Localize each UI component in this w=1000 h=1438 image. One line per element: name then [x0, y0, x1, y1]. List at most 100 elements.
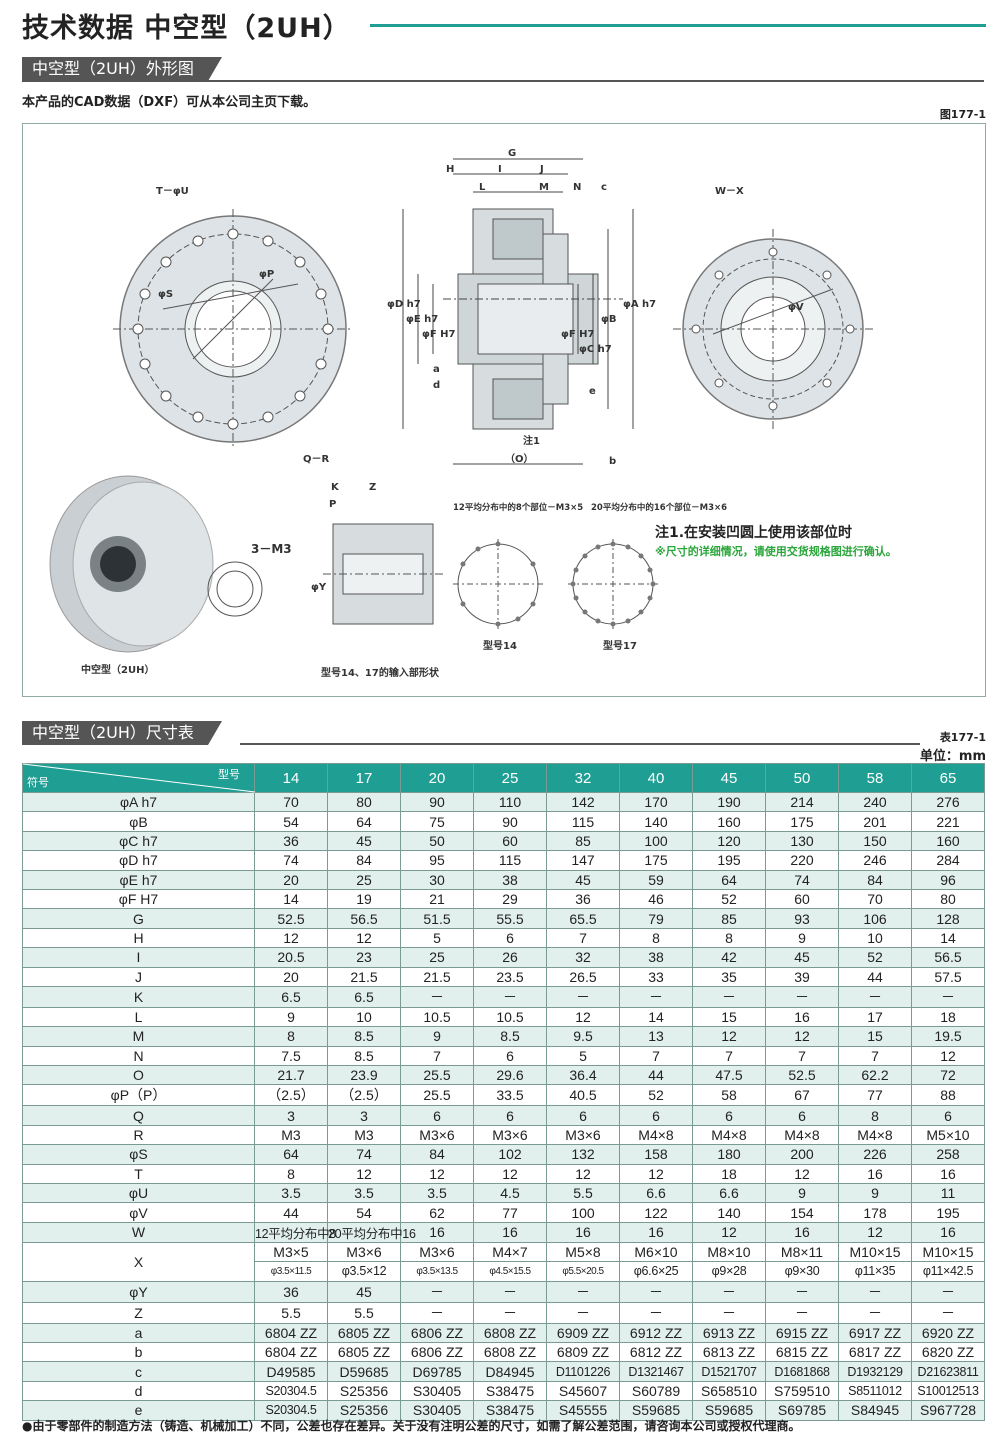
- table-cell: －: [619, 985, 693, 1008]
- table-cell: 21.5: [327, 966, 401, 987]
- table-cell: 240: [838, 791, 912, 813]
- table-cell: 72: [911, 1065, 985, 1086]
- table-cell: 7: [838, 1045, 912, 1067]
- table-cell: －: [765, 985, 839, 1008]
- table-cell: 6: [473, 927, 547, 949]
- table-cell: S20304.5: [254, 1380, 328, 1402]
- table-cell: M5×8: [546, 1241, 620, 1263]
- table-cell: M4×7: [473, 1241, 547, 1263]
- table-cell: 6909 ZZ: [546, 1322, 620, 1343]
- table-cell: 200: [765, 1144, 839, 1165]
- table-cell: 47.5: [692, 1065, 766, 1086]
- table-cell: 26.5: [546, 966, 620, 987]
- label-w-x: W－X: [715, 186, 744, 197]
- table-cell: 80: [911, 888, 985, 910]
- table-cell: 9: [254, 1006, 328, 1028]
- table-cell: 52: [692, 888, 766, 910]
- table-cell: 21.7: [254, 1065, 328, 1086]
- table-cell: φ11×42.5: [911, 1261, 985, 1282]
- row-symbol: X: [22, 1241, 255, 1282]
- table-cell: 106: [838, 908, 912, 929]
- table-cell: 29: [473, 888, 547, 910]
- label-c: c: [601, 182, 607, 193]
- table-cell: 8.5: [327, 1045, 401, 1067]
- table-cell: 201: [838, 811, 912, 832]
- table-cell: 62: [400, 1202, 474, 1223]
- table-cell: 57.5: [911, 966, 985, 987]
- table-cell: 7: [400, 1045, 474, 1067]
- table-cell: 16: [765, 1006, 839, 1028]
- table-cell: 84: [400, 1144, 474, 1165]
- table-cell: 132: [546, 1144, 620, 1165]
- label-n: N: [573, 182, 582, 193]
- table-cell: －: [619, 1280, 693, 1303]
- table-cell: 160: [911, 830, 985, 852]
- table-cell: S69785: [765, 1400, 839, 1421]
- table-cell: 46: [619, 888, 693, 910]
- model-header-20: 20: [400, 763, 474, 793]
- label-pattern14: 12平均分布中的8个部位－M3×5: [453, 503, 584, 513]
- row-symbol: φF H7: [22, 888, 255, 910]
- table-cell: 178: [838, 1202, 912, 1223]
- table-cell: 15: [692, 1006, 766, 1028]
- label-o: （O）: [505, 454, 534, 465]
- table-cell: M8×11: [765, 1241, 839, 1263]
- label-f-right: φF H7: [561, 329, 595, 340]
- table-cell: －: [546, 1301, 620, 1324]
- table-cell: 7.5: [254, 1045, 328, 1067]
- table-cell: 16: [911, 1163, 985, 1185]
- row-symbol: Z: [22, 1301, 255, 1324]
- table-cell: 52.5: [765, 1065, 839, 1086]
- table-cell: 5.5: [254, 1301, 328, 1324]
- table-cell: 6: [692, 1105, 766, 1126]
- table-cell: 44: [619, 1065, 693, 1086]
- section-rule: [22, 80, 984, 82]
- table-cell: 36: [546, 888, 620, 910]
- table-cell: 39: [765, 966, 839, 987]
- table-cell: 25.5: [400, 1065, 474, 1086]
- table-cell: 8: [619, 927, 693, 949]
- table-cell: 12: [765, 1026, 839, 1047]
- table-cell: 6: [473, 1045, 547, 1067]
- table-cell: M3: [254, 1124, 328, 1146]
- table-cell: 170: [619, 791, 693, 813]
- table-cell: 12: [546, 1163, 620, 1185]
- table-cell: 6804 ZZ: [254, 1341, 328, 1363]
- label-model17: 型号17: [603, 641, 637, 652]
- row-symbol: φC h7: [22, 830, 255, 852]
- table-cell: 5: [546, 1045, 620, 1067]
- table-cell: 6.5: [327, 985, 401, 1008]
- row-symbol: R: [22, 1124, 255, 1146]
- table-cell: 175: [619, 850, 693, 871]
- table-cell: 60: [765, 888, 839, 910]
- table-cell: 21.5: [400, 966, 474, 987]
- table-cell: 7: [692, 1045, 766, 1067]
- label-note1-mark: 注1: [523, 436, 540, 447]
- table-cell: 38: [619, 947, 693, 968]
- table-cell: 140: [619, 811, 693, 832]
- table-cell: 8.5: [327, 1026, 401, 1047]
- table-corner-cell: 型号 符号: [22, 763, 256, 793]
- table-cell: 6808 ZZ: [473, 1322, 547, 1343]
- label-y: φY: [311, 582, 327, 593]
- table-cell: 10.5: [473, 1006, 547, 1028]
- table-cell: 6920 ZZ: [911, 1322, 985, 1343]
- label-m: M: [539, 182, 549, 193]
- table-cell: φ9×30: [765, 1261, 839, 1282]
- table-cell: 20: [254, 966, 328, 987]
- row-symbol: H: [22, 927, 255, 949]
- table-cell: －: [692, 1301, 766, 1324]
- table-cell: 6: [911, 1105, 985, 1126]
- table-cell: 20: [254, 869, 328, 890]
- label-pattern17: 20平均分布中的16个部位－M3×6: [591, 503, 728, 513]
- table-cell: 30: [400, 869, 474, 890]
